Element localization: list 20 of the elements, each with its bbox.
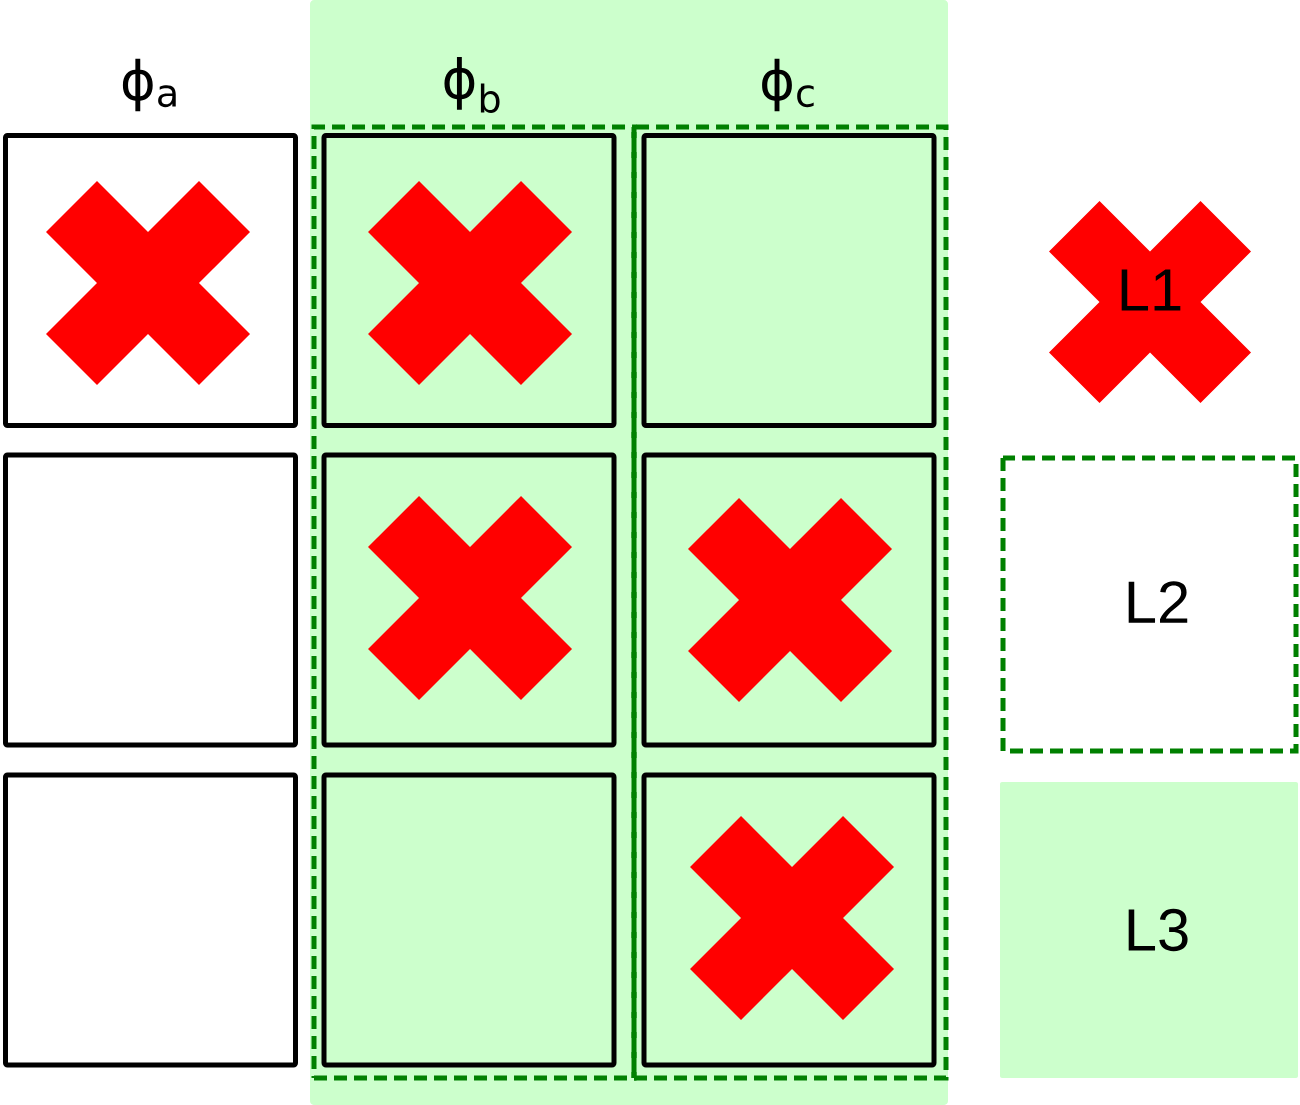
- cross-mark: [368, 496, 572, 700]
- cross-mark: [46, 181, 250, 385]
- column-heading: ϕ$_{b}$: [444, 57, 500, 113]
- column-heading: ϕ$_{c}$: [762, 58, 814, 112]
- square-cell: [321, 452, 617, 748]
- square-cell: [3, 772, 298, 1068]
- cross-mark: [368, 181, 572, 385]
- cross-mark: [690, 816, 894, 1020]
- square-cell: [3, 133, 298, 428]
- square-cell: [321, 772, 617, 1068]
- column-heading: ϕ$_{a}$: [122, 58, 176, 112]
- square-cell: [641, 772, 937, 1068]
- square-cell: [321, 133, 617, 428]
- square-cell: [3, 452, 298, 748]
- legend-label: L1: [1121, 269, 1181, 311]
- square-cell: [641, 452, 937, 748]
- square-cell: [641, 133, 937, 428]
- legend-label: L3: [1128, 908, 1188, 952]
- cross-mark: [688, 498, 892, 702]
- legend-label: L2: [1128, 581, 1188, 623]
